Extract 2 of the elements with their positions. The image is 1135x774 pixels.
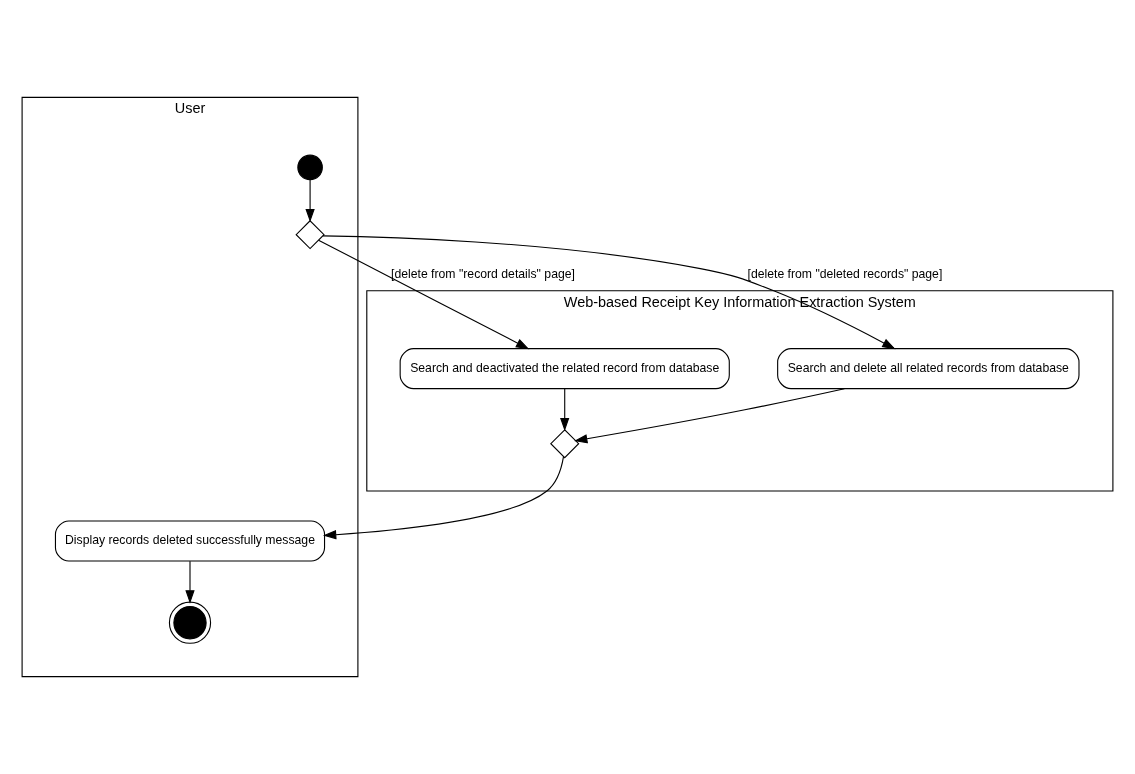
- edge-label: [delete from "record details" page]: [391, 267, 575, 282]
- edge-label: [delete from "deleted records" page]: [747, 267, 943, 282]
